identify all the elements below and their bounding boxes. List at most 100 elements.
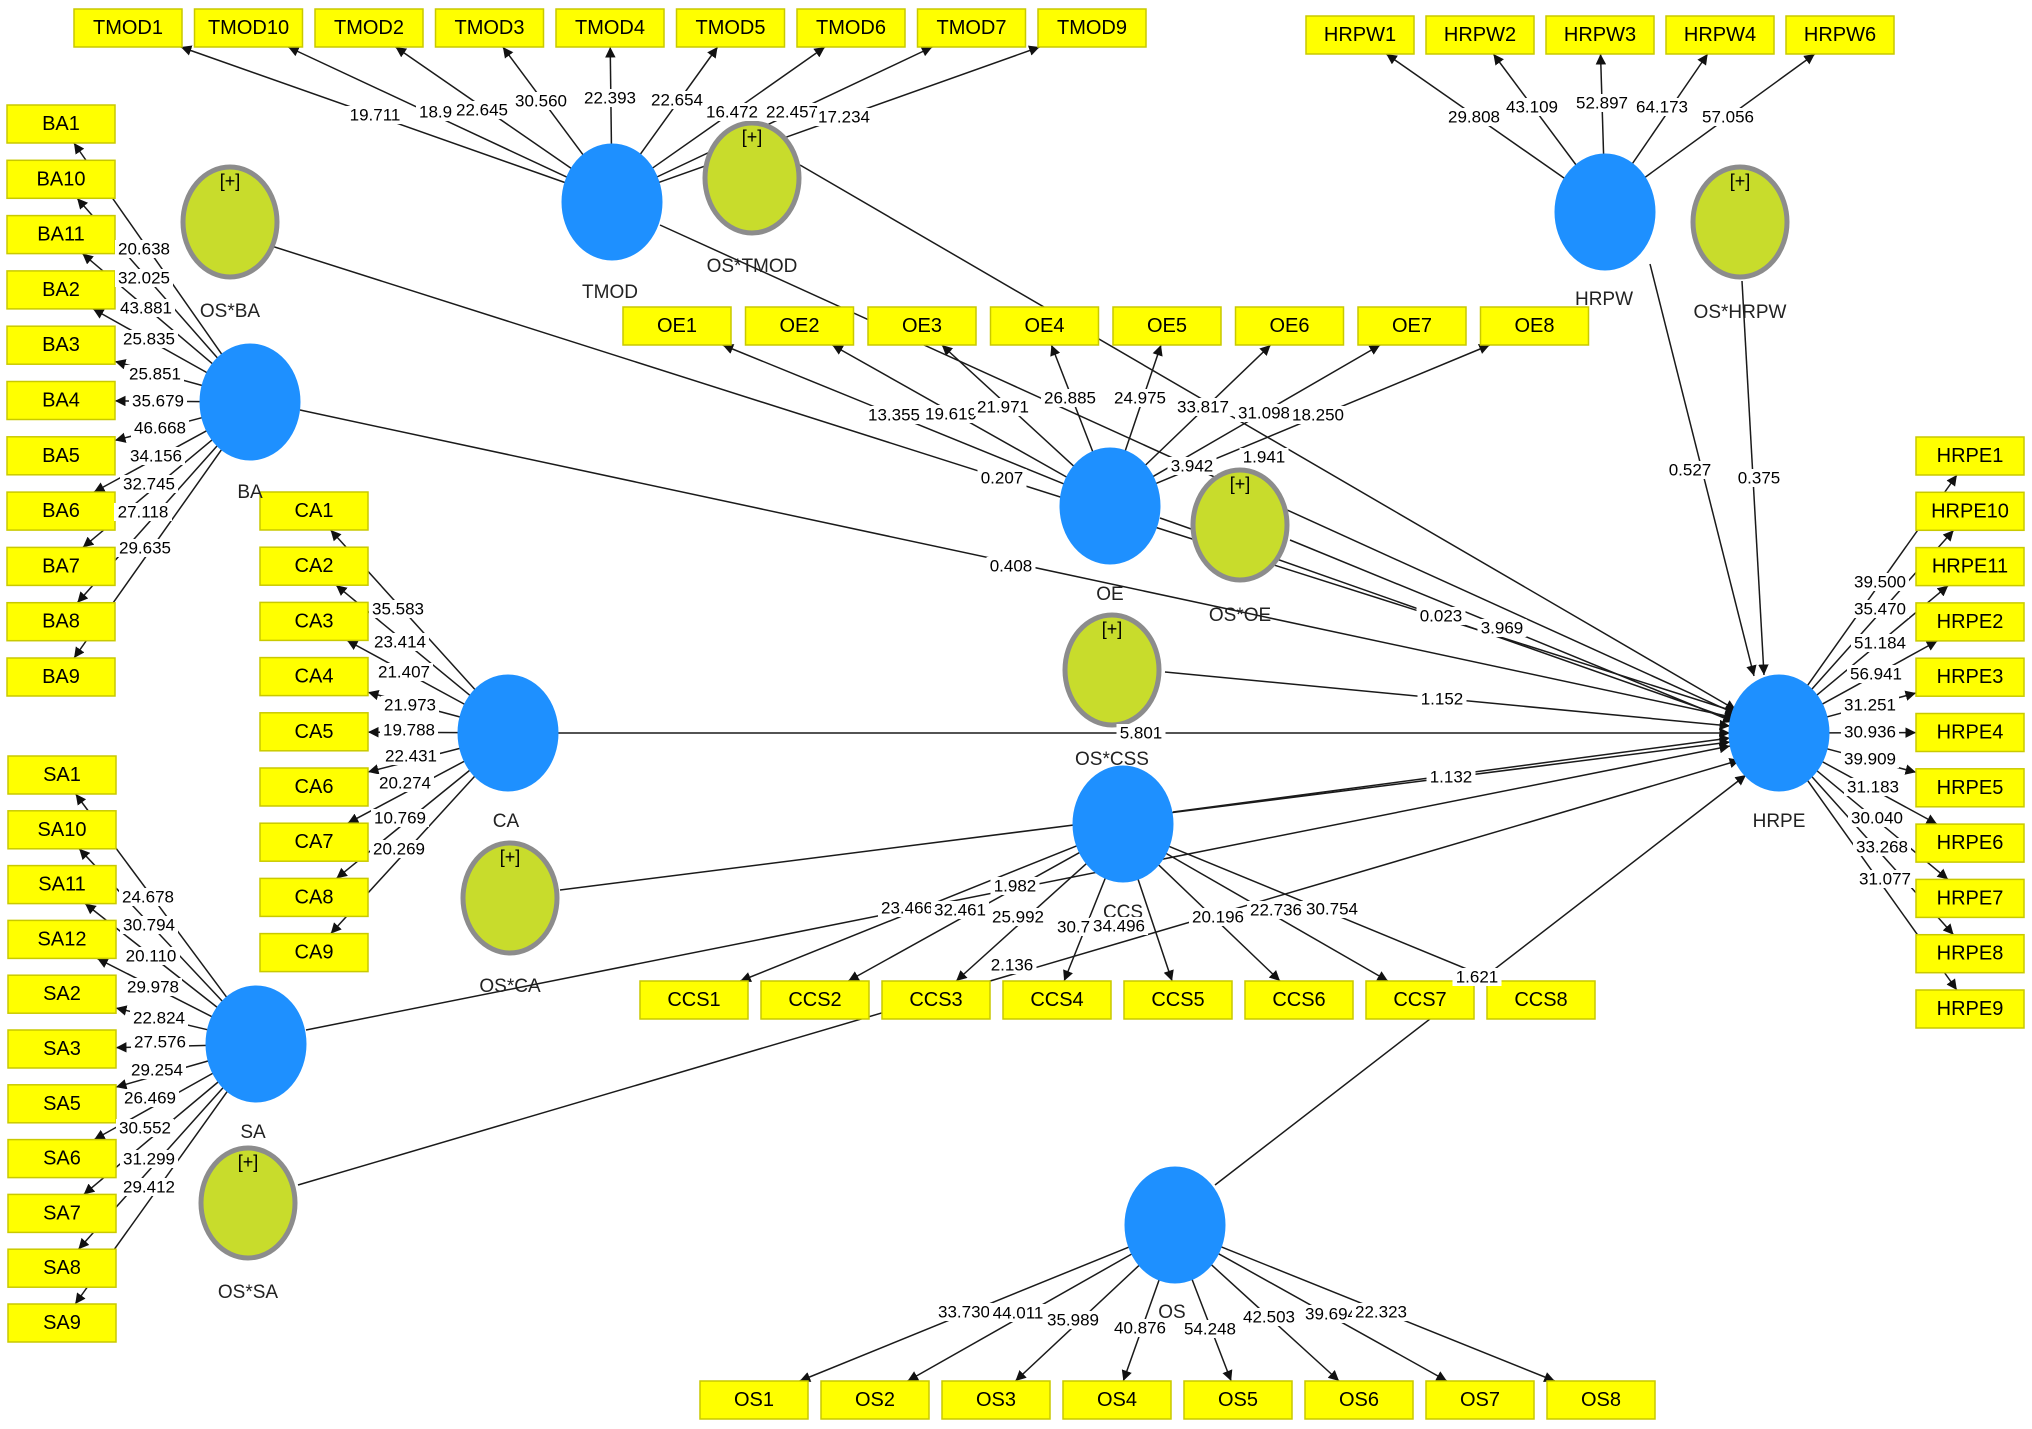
indicator-box-oe8[interactable] xyxy=(1479,306,1590,346)
indicator-ca6[interactable]: CA6 xyxy=(259,767,369,807)
indicator-box-os5[interactable] xyxy=(1183,1380,1293,1420)
indicator-box-ccs2[interactable] xyxy=(760,980,870,1020)
indicator-tmod4[interactable]: TMOD4 xyxy=(555,8,665,48)
indicator-ba4[interactable]: BA4 xyxy=(6,380,116,421)
indicator-box-ba8[interactable] xyxy=(6,601,116,642)
moderator-circle-os-hrpw[interactable] xyxy=(1690,164,1790,280)
indicator-box-ccs5[interactable] xyxy=(1123,980,1233,1020)
indicator-box-ca1[interactable] xyxy=(259,491,369,531)
indicator-ccs8[interactable]: CCS8 xyxy=(1486,980,1596,1020)
indicator-sa2[interactable]: SA2 xyxy=(7,974,117,1014)
indicator-hrpe3[interactable]: HRPE3 xyxy=(1915,657,2025,697)
indicator-hrpe9[interactable]: HRPE9 xyxy=(1915,989,2025,1029)
indicator-box-os2[interactable] xyxy=(820,1380,930,1420)
moderator-circle-os-oe[interactable] xyxy=(1190,467,1290,583)
indicator-box-ba3[interactable] xyxy=(6,325,116,365)
indicator-box-ba9[interactable] xyxy=(6,657,116,697)
expand-marker[interactable]: [+] xyxy=(1102,619,1123,639)
indicator-ba10[interactable]: BA10 xyxy=(6,159,116,200)
indicator-ba9[interactable]: BA9 xyxy=(6,657,116,697)
indicator-box-os7[interactable] xyxy=(1425,1380,1535,1420)
indicator-box-ccs6[interactable] xyxy=(1244,980,1354,1020)
indicator-ba1[interactable]: BA1 xyxy=(6,104,116,144)
indicator-box-hrpw1[interactable] xyxy=(1305,15,1415,55)
indicator-box-ba5[interactable] xyxy=(6,436,116,476)
indicator-tmod10[interactable]: TMOD10 xyxy=(193,8,304,48)
indicator-ccs3[interactable]: CCS3 xyxy=(881,980,991,1020)
indicator-ccs6[interactable]: CCS6 xyxy=(1244,980,1354,1020)
indicator-box-ca6[interactable] xyxy=(259,767,369,807)
indicator-box-ba11[interactable] xyxy=(6,214,116,255)
indicator-ccs2[interactable]: CCS2 xyxy=(760,980,870,1020)
moderator-os-css[interactable]: [+]OS*CSS xyxy=(1062,612,1162,770)
indicator-box-hrpe10[interactable] xyxy=(1915,491,2025,532)
indicator-hrpe6[interactable]: HRPE6 xyxy=(1915,823,2025,863)
indicator-box-ba1[interactable] xyxy=(6,104,116,144)
construct-circle-ca[interactable] xyxy=(457,674,559,792)
indicator-box-sa8[interactable] xyxy=(7,1248,117,1288)
indicator-box-hrpe7[interactable] xyxy=(1915,878,2025,919)
indicator-box-sa7[interactable] xyxy=(7,1193,117,1234)
indicator-sa11[interactable]: SA11 xyxy=(7,864,117,905)
indicator-hrpe1[interactable]: HRPE1 xyxy=(1915,436,2025,476)
expand-marker[interactable]: [+] xyxy=(1230,474,1251,494)
indicator-hrpe7[interactable]: HRPE7 xyxy=(1915,878,2025,919)
indicator-box-ba2[interactable] xyxy=(6,270,116,310)
expand-marker[interactable]: [+] xyxy=(742,127,763,147)
indicator-box-hrpe4[interactable] xyxy=(1915,712,2025,753)
indicator-box-ba7[interactable] xyxy=(6,546,116,587)
indicator-ca4[interactable]: CA4 xyxy=(259,656,369,697)
indicator-box-ccs7[interactable] xyxy=(1365,980,1475,1020)
construct-circle-tmod[interactable] xyxy=(561,143,663,261)
indicator-ccs5[interactable]: CCS5 xyxy=(1123,980,1233,1020)
indicator-box-hrpe9[interactable] xyxy=(1915,989,2025,1029)
indicator-box-hrpe11[interactable] xyxy=(1915,546,2025,587)
indicator-box-os3[interactable] xyxy=(941,1380,1051,1420)
indicator-box-tmod1[interactable] xyxy=(73,8,183,48)
indicator-box-os6[interactable] xyxy=(1304,1380,1414,1420)
indicator-ba7[interactable]: BA7 xyxy=(6,546,116,587)
indicator-box-ca9[interactable] xyxy=(259,932,369,973)
indicator-box-ca7[interactable] xyxy=(259,822,369,862)
indicator-ca5[interactable]: CA5 xyxy=(259,712,369,752)
indicator-box-oe7[interactable] xyxy=(1357,306,1467,346)
indicator-box-oe2[interactable] xyxy=(744,306,855,346)
indicator-os8[interactable]: OS8 xyxy=(1546,1380,1656,1420)
indicator-hrpe8[interactable]: HRPE8 xyxy=(1915,933,2025,974)
indicator-box-sa3[interactable] xyxy=(7,1029,117,1069)
construct-tmod[interactable]: TMOD xyxy=(561,143,663,303)
indicator-sa12[interactable]: SA12 xyxy=(7,919,117,960)
indicator-hrpw1[interactable]: HRPW1 xyxy=(1305,15,1415,55)
indicator-sa7[interactable]: SA7 xyxy=(7,1193,117,1234)
construct-circle-sa[interactable] xyxy=(205,985,307,1103)
indicator-os6[interactable]: OS6 xyxy=(1304,1380,1414,1420)
indicator-box-sa10[interactable] xyxy=(7,810,117,850)
indicator-oe3[interactable]: OE3 xyxy=(867,306,977,346)
indicator-hrpw3[interactable]: HRPW3 xyxy=(1545,15,1655,55)
indicator-tmod7[interactable]: TMOD7 xyxy=(916,8,1027,48)
indicator-oe7[interactable]: OE7 xyxy=(1357,306,1467,346)
indicator-ca7[interactable]: CA7 xyxy=(259,822,369,862)
construct-circle-hrpe[interactable] xyxy=(1728,674,1830,792)
indicator-box-hrpe6[interactable] xyxy=(1915,823,2025,863)
indicator-hrpe10[interactable]: HRPE10 xyxy=(1915,491,2025,532)
indicator-hrpw4[interactable]: HRPW4 xyxy=(1665,15,1775,55)
moderator-circle-os-sa[interactable] xyxy=(198,1145,298,1261)
indicator-box-sa9[interactable] xyxy=(7,1303,117,1343)
indicator-tmod9[interactable]: TMOD9 xyxy=(1037,8,1147,48)
indicator-ca3[interactable]: CA3 xyxy=(259,601,369,642)
indicator-box-tmod5[interactable] xyxy=(675,8,786,48)
indicator-oe5[interactable]: OE5 xyxy=(1112,306,1222,346)
indicator-box-os1[interactable] xyxy=(699,1380,809,1420)
moderator-os-ba[interactable]: [+]OS*BA xyxy=(180,164,280,322)
indicator-sa6[interactable]: SA6 xyxy=(7,1138,117,1179)
construct-os[interactable]: OS xyxy=(1124,1166,1226,1323)
indicator-ba3[interactable]: BA3 xyxy=(6,325,116,365)
indicator-ccs1[interactable]: CCS1 xyxy=(639,980,749,1020)
indicator-hrpw6[interactable]: HRPW6 xyxy=(1785,15,1895,55)
indicator-box-hrpe2[interactable] xyxy=(1915,602,2025,642)
indicator-box-tmod7[interactable] xyxy=(916,8,1027,48)
indicator-box-tmod10[interactable] xyxy=(193,8,304,48)
indicator-sa1[interactable]: SA1 xyxy=(7,755,117,795)
moderator-os-oe[interactable]: [+]OS*OE xyxy=(1190,467,1290,626)
